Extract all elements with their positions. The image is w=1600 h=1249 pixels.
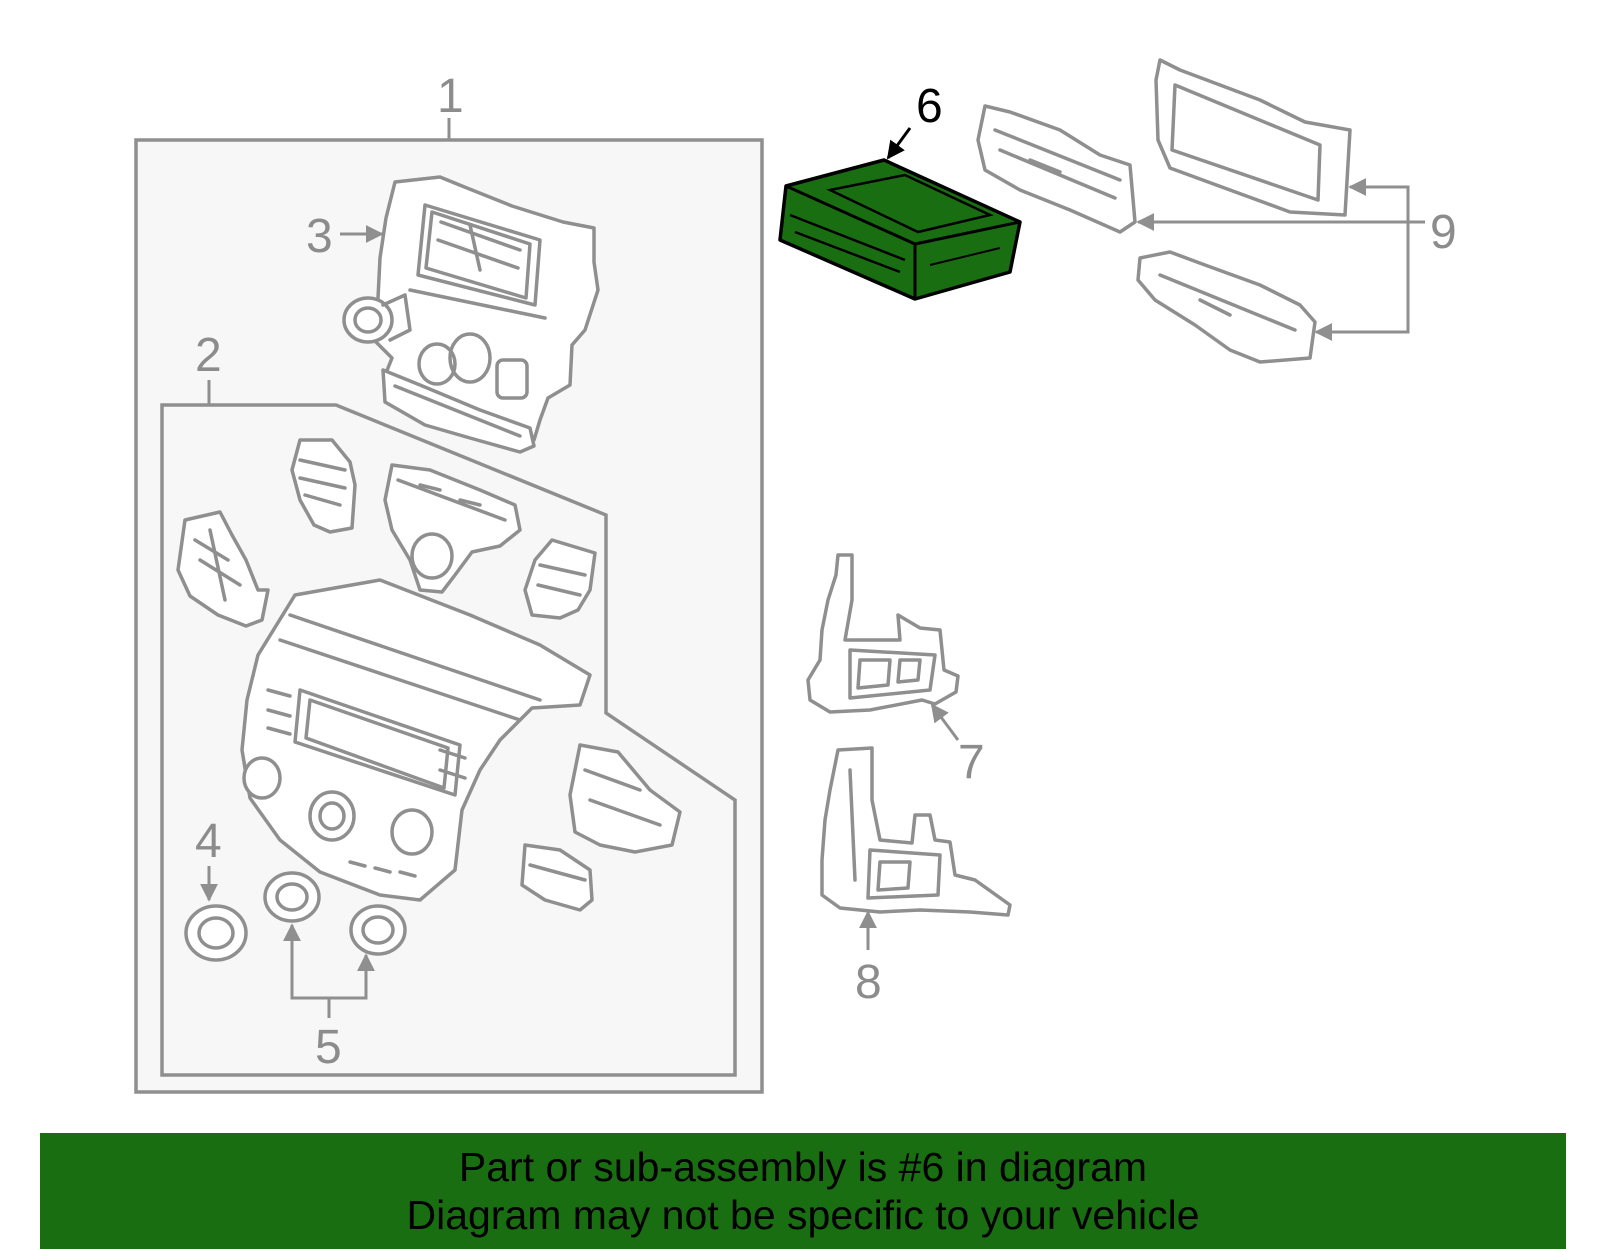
part-6-radio-unit[interactable] [778, 158, 1022, 301]
disclaimer-banner: Part or sub-assembly is #6 in diagram Di… [40, 1133, 1566, 1249]
part-8-bracket [820, 746, 1012, 917]
callout-1[interactable]: 1 [437, 70, 464, 123]
callout-7[interactable]: 7 [958, 736, 985, 789]
part-switch-left [176, 510, 270, 628]
callout-9[interactable]: 9 [1430, 206, 1457, 259]
callout-3[interactable]: 3 [306, 210, 333, 263]
banner-line-part-number: Part or sub-assembly is #6 in diagram [458, 1144, 1148, 1190]
parts-diagram: 1 2 3 [134, 58, 1457, 1094]
part-9-bracket-bottom [1136, 250, 1317, 364]
part-4-knob [184, 904, 248, 962]
part-switch-center [383, 463, 522, 594]
callout-6[interactable]: 6 [916, 80, 943, 133]
banner-line-disclaimer: Diagram may not be specific to your vehi… [406, 1192, 1200, 1238]
part-control-panel [240, 578, 592, 902]
part-switch-bottom-right [520, 843, 594, 912]
callout-4[interactable]: 4 [195, 815, 222, 868]
callout-5[interactable]: 5 [315, 1021, 342, 1074]
leader-5 [290, 925, 366, 1018]
part-switch-top [290, 438, 357, 534]
part-9-bracket-top [1154, 58, 1352, 217]
part-7-bracket [806, 553, 960, 714]
leader-6 [886, 127, 912, 160]
callout-8[interactable]: 8 [855, 956, 882, 1009]
callout-2[interactable]: 2 [195, 329, 222, 382]
leader-9 [1140, 185, 1425, 334]
part-3-faceplate [342, 175, 600, 454]
part-switch-lower-right [568, 743, 682, 854]
part-switch-right [523, 538, 597, 620]
part-5-knob-right [349, 904, 407, 956]
leader-7 [930, 703, 960, 741]
part-5-knob-left [263, 871, 321, 923]
part-9-bracket-middle [976, 104, 1137, 234]
